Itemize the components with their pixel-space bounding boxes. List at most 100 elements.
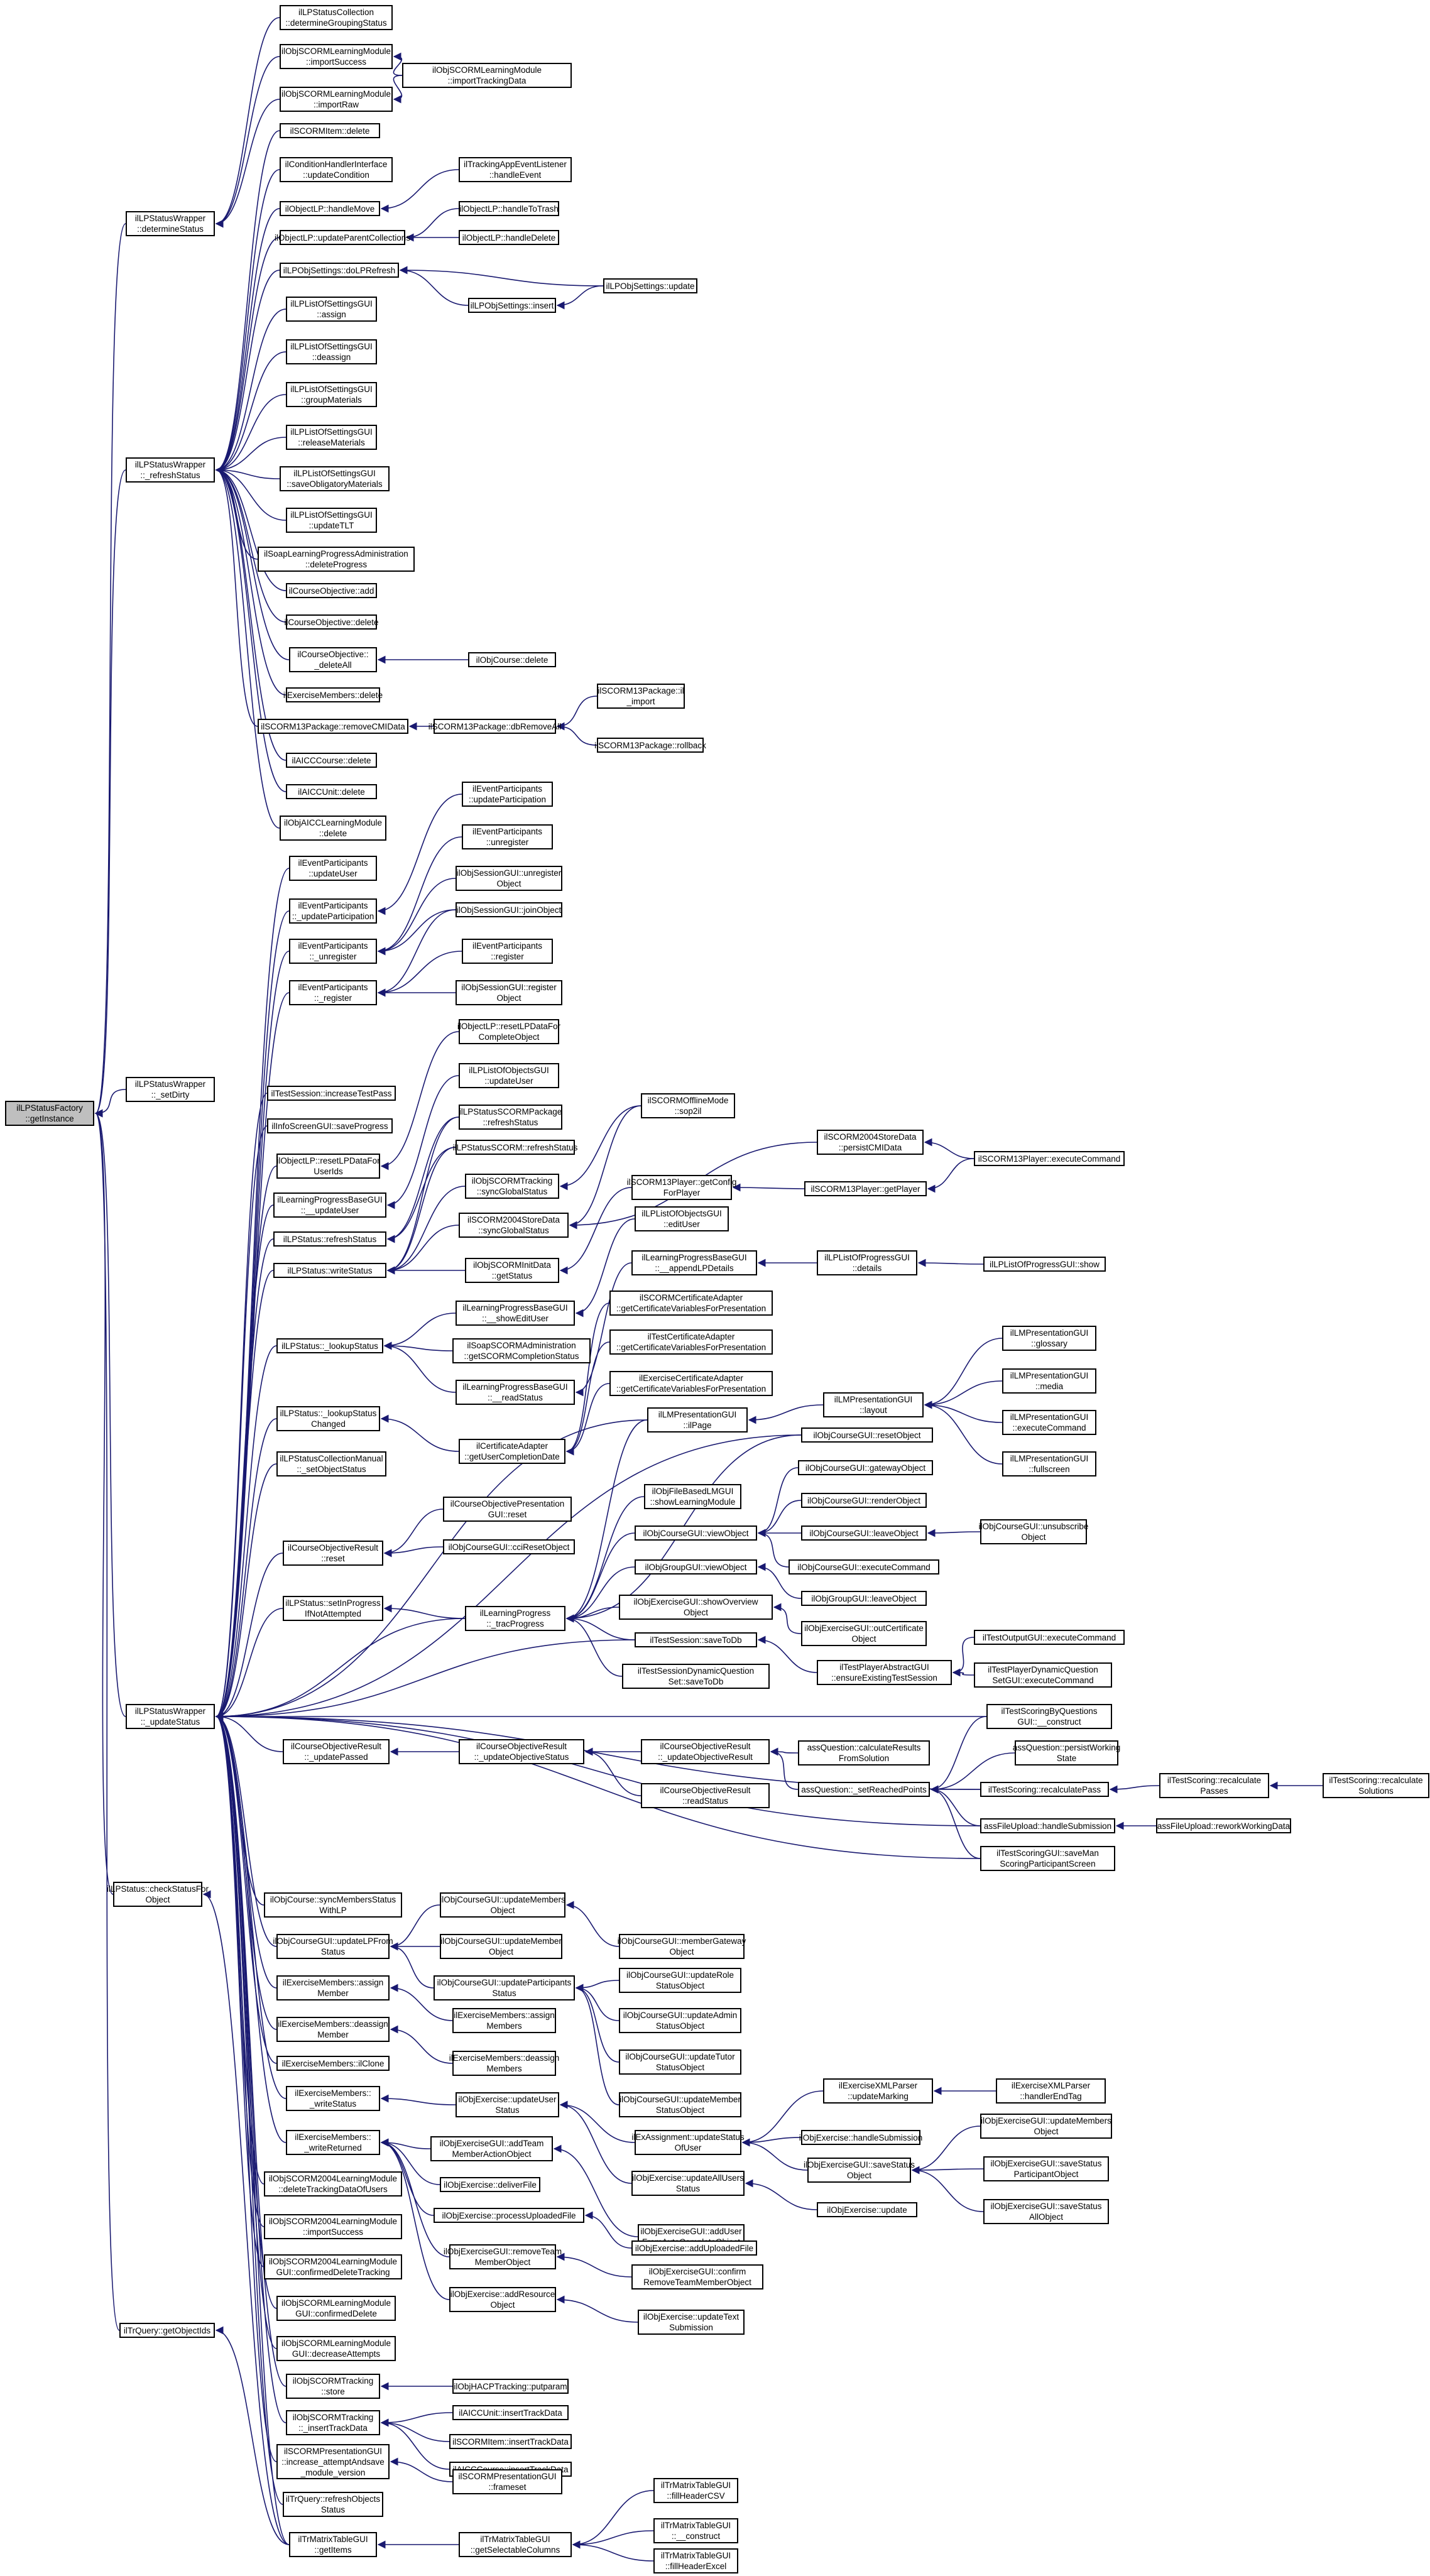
node-u9b[interactable]: ilLPStatusSCORM::refreshStatus (453, 1140, 577, 1155)
node-u9[interactable]: ilLPStatus::refreshStatus (273, 1231, 386, 1247)
node-u11[interactable]: ilLPStatus::_lookupStatus (276, 1338, 383, 1353)
node-x2[interactable]: ilExerciseXMLParser ::updateMarking (823, 2078, 933, 2104)
node-s10[interactable]: ilTrMatrixTableGUI ::getItems (289, 2532, 377, 2557)
node-x14[interactable]: ilObjExercise::processUploadedFile (434, 2208, 584, 2223)
node-r4a[interactable]: ilObjectLP::handleToTrash (459, 201, 559, 216)
node-s5[interactable]: ilObjSCORMLearningModule GUI::decreaseAt… (276, 2336, 396, 2361)
node-w7b[interactable]: ilTestCertificateAdapter ::getCertificat… (609, 1329, 773, 1355)
node-w2a[interactable]: ilSCORM2004StoreData ::persistCMIData (817, 1130, 924, 1155)
node-r4[interactable]: ilObjectLP::updateParentCollections (275, 230, 410, 245)
node-root[interactable]: ilLPStatusFactory ::getInstance (5, 1101, 94, 1126)
node-w2c[interactable]: ilSCORM13Player::getConfig ForPlayer (627, 1175, 736, 1200)
node-m2g[interactable]: ilObjCourseGUI::updateTutor StatusObject (619, 2049, 741, 2075)
node-r18[interactable]: ilAICCCourse::delete (286, 753, 377, 768)
node-setd[interactable]: ilLPStatusWrapper ::_setDirty (126, 1077, 215, 1102)
node-o3[interactable]: ilCourseObjectiveResult ::_updateObjecti… (641, 1739, 770, 1764)
node-q5[interactable]: ilTestScoring::recalculatePass (980, 1782, 1109, 1797)
node-lm4[interactable]: ilLMPresentationGUI ::media (1002, 1368, 1096, 1394)
node-c8[interactable]: ilObjCourseGUI::executeCommand (789, 1559, 939, 1575)
node-x8[interactable]: ilObjExerciseGUI::saveStatus AllObject (983, 2199, 1109, 2224)
node-r5[interactable]: ilLPObjSettings::doLPRefresh (280, 263, 399, 278)
node-t2[interactable]: ilTestSessionDynamicQuestion Set::saveTo… (622, 1664, 770, 1689)
node-r14[interactable]: ilCourseObjective::delete (284, 614, 379, 630)
node-u7[interactable]: ilObjectLP::resetLPDataFor UserIds (276, 1154, 380, 1179)
node-r15a[interactable]: ilObjCourse::delete (468, 652, 556, 667)
node-m7[interactable]: ilExerciseMembers:: _writeReturned (286, 2130, 380, 2155)
node-s1[interactable]: ilObjSCORM2004LearningModule ::deleteTra… (264, 2171, 402, 2197)
node-upd[interactable]: ilLPStatusWrapper ::_updateStatus (126, 1704, 215, 1729)
node-s2[interactable]: ilObjSCORM2004LearningModule ::importSuc… (264, 2214, 402, 2239)
node-d3[interactable]: ilObjSCORMLearningModule ::importRaw (280, 87, 393, 112)
node-r9[interactable]: ilLPListOfSettingsGUI ::releaseMaterials (286, 425, 377, 450)
node-m1[interactable]: ilObjCourse::syncMembersStatus WithLP (264, 1892, 402, 1918)
node-m3a[interactable]: ilExerciseMembers::assign Members (452, 2008, 556, 2033)
node-r6[interactable]: ilLPListOfSettingsGUI ::assign (286, 297, 377, 322)
node-u12[interactable]: ilLPStatus::_lookupStatus Changed (276, 1406, 380, 1431)
node-w2[interactable]: ilSCORM2004StoreData ::syncGlobalStatus (459, 1213, 569, 1238)
node-s9[interactable]: ilTrQuery::refreshObjects Status (283, 2492, 383, 2517)
node-e2[interactable]: ilObjExerciseGUI::outCertificate Object (801, 1621, 927, 1646)
node-w7c[interactable]: ilExerciseCertificateAdapter ::getCertif… (609, 1371, 773, 1396)
node-lm5[interactable]: ilLMPresentationGUI ::executeCommand (1002, 1410, 1096, 1435)
node-r7[interactable]: ilLPListOfSettingsGUI ::deassign (286, 339, 377, 364)
node-r15[interactable]: ilCourseObjective:: _deleteAll (289, 647, 377, 672)
node-s7b[interactable]: ilSCORMItem::insertTrackData (449, 2434, 572, 2449)
node-m2a[interactable]: ilObjCourseGUI::updateMembers Object (440, 1892, 565, 1918)
node-r3[interactable]: ilObjectLP::handleMove (280, 201, 380, 216)
node-q4[interactable]: ilTestScoringByQuestions GUI::__construc… (986, 1704, 1112, 1729)
node-u8a[interactable]: ilLPListOfObjectsGUI ::updateUser (459, 1063, 559, 1088)
node-lm2[interactable]: ilLMPresentationGUI ::layout (823, 1392, 924, 1417)
node-u4[interactable]: ilEventParticipants ::_register (289, 980, 377, 1005)
node-c5[interactable]: ilObjCourseGUI::viewObject (635, 1525, 757, 1541)
node-m2e[interactable]: ilObjCourseGUI::updateRole StatusObject (619, 1968, 741, 1993)
node-r2[interactable]: ilConditionHandlerInterface ::updateCond… (280, 157, 393, 182)
node-c7[interactable]: ilObjCourseGUI::unsubscribe Object (979, 1519, 1088, 1544)
node-o1[interactable]: ilCourseObjectiveResult ::_updatePassed (283, 1739, 390, 1764)
node-u1[interactable]: ilEventParticipants ::updateUser (289, 856, 377, 881)
node-c1[interactable]: ilObjCourseGUI::resetObject (801, 1427, 933, 1443)
node-t3a[interactable]: ilTestOutputGUI::executeCommand (974, 1630, 1125, 1645)
node-w3[interactable]: ilObjSCORMInitData ::getStatus (465, 1258, 559, 1283)
node-u4b[interactable]: ilObjSessionGUI::register Object (456, 980, 562, 1005)
node-m5[interactable]: ilExerciseMembers::ilClone (276, 2056, 390, 2071)
node-m2[interactable]: ilObjCourseGUI::updateLPFrom Status (273, 1934, 393, 1959)
node-r17[interactable]: ilSCORM13Package::removeCMIData (258, 719, 408, 734)
node-m6[interactable]: ilExerciseMembers:: _writeStatus (286, 2086, 380, 2111)
node-lp[interactable]: ilLearningProgress ::_tracProgress (465, 1606, 565, 1631)
node-r17b[interactable]: ilSCORM13Package::il _import (597, 684, 685, 709)
node-x7[interactable]: ilObjExerciseGUI::saveStatus Participant… (983, 2156, 1109, 2181)
node-u4a[interactable]: ilEventParticipants ::register (462, 939, 553, 964)
node-c2[interactable]: ilObjFileBasedLMGUI ::showLearningModule (644, 1484, 741, 1509)
node-s4[interactable]: ilObjSCORMLearningModule GUI::confirmedD… (276, 2296, 396, 2321)
node-w4[interactable]: ilLearningProgressBaseGUI ::__showEditUs… (456, 1301, 575, 1326)
node-x19[interactable]: ilObjExercise::updateText Submission (638, 2310, 745, 2335)
node-x5[interactable]: ilObjExerciseGUI::saveStatus Object (804, 2158, 915, 2183)
node-c3[interactable]: ilObjCourseGUI::gatewayObject (798, 1460, 933, 1475)
node-x17[interactable]: ilObjExerciseGUI::confirm RemoveTeamMemb… (631, 2264, 763, 2289)
node-lm3[interactable]: ilLMPresentationGUI ::glossary (1002, 1326, 1096, 1351)
node-r13[interactable]: ilCourseObjective::add (286, 583, 377, 598)
node-u14b[interactable]: ilObjCourseGUI::cciResetObject (443, 1539, 575, 1554)
node-u15[interactable]: ilLPStatus::setInProgress IfNotAttempted (283, 1596, 383, 1621)
node-s6[interactable]: ilObjSCORMTracking ::store (286, 2374, 380, 2399)
node-r10[interactable]: ilLPListOfSettingsGUI ::saveObligatoryMa… (280, 466, 390, 491)
node-d2[interactable]: ilObjSCORMLearningModule ::importSuccess (280, 44, 393, 69)
node-x16[interactable]: ilObjExerciseGUI::removeTeam MemberObjec… (444, 2244, 562, 2269)
node-r3a[interactable]: ilTrackingAppEventListener ::handleEvent (459, 157, 572, 182)
node-d1[interactable]: ilLPStatusCollection ::determineGrouping… (280, 5, 393, 30)
node-q9[interactable]: assFileUpload::reworkWorkingData (1156, 1818, 1291, 1833)
node-s11[interactable]: ilTrMatrixTableGUI ::getSelectableColumn… (459, 2532, 572, 2557)
node-r5a[interactable]: ilLPObjSettings::insert (468, 298, 556, 313)
node-u2[interactable]: ilEventParticipants ::_updateParticipati… (289, 898, 377, 924)
node-w1[interactable]: ilObjSCORMTracking ::syncGlobalStatus (465, 1174, 559, 1199)
node-s3[interactable]: ilObjSCORM2004LearningModule GUI::confir… (264, 2254, 402, 2279)
node-q3[interactable]: assQuestion::_setReachedPoints (798, 1782, 930, 1797)
node-r8[interactable]: ilLPListOfSettingsGUI ::groupMaterials (286, 382, 377, 407)
node-q10[interactable]: ilTestScoringGUI::saveMan ScoringPartici… (980, 1846, 1115, 1871)
node-m2c[interactable]: ilObjCourseGUI::memberGateway Object (618, 1934, 746, 1959)
node-x6[interactable]: ilObjExerciseGUI::updateMembers Object (980, 2114, 1112, 2139)
node-w2d[interactable]: ilSCORM13Player::getPlayer (804, 1181, 927, 1196)
node-w1a[interactable]: ilSCORMOfflineMode ::sop2il (641, 1093, 735, 1118)
node-x13[interactable]: ilObjExercise::deliverFile (440, 2177, 540, 2192)
node-m2b[interactable]: ilObjCourseGUI::updateMember Object (440, 1934, 562, 1959)
